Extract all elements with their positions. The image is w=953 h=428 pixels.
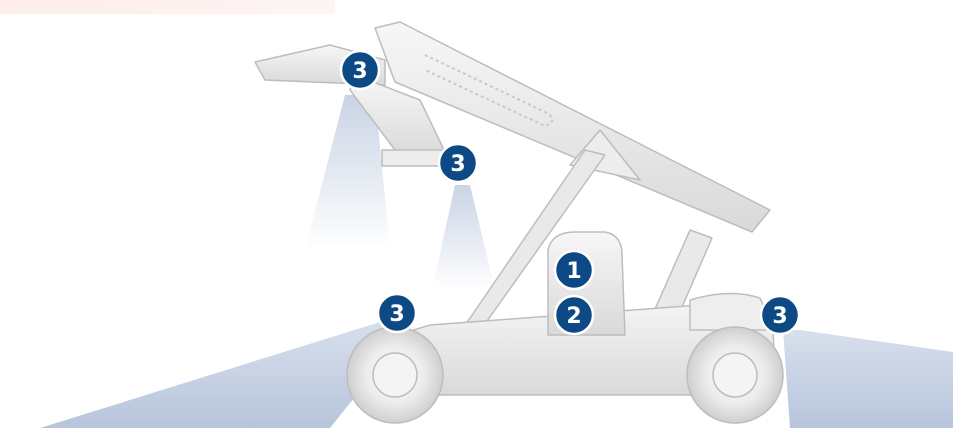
badge-2: 2 <box>553 294 595 336</box>
badge-1-label: 1 <box>566 259 581 284</box>
badge-3-attachment-right: 3 <box>437 142 479 184</box>
badge-3-rear: 3 <box>759 294 801 336</box>
boom-chain <box>424 54 554 127</box>
badge-3-front-label: 3 <box>389 302 404 327</box>
beam-front-ground <box>40 322 415 428</box>
badge-3-attachment-left: 3 <box>339 49 381 91</box>
top-banner <box>0 0 335 14</box>
front-wheel-hub <box>372 352 418 398</box>
rear-wheel-hub <box>712 352 758 398</box>
boom <box>374 21 771 233</box>
badge-3-rear-label: 3 <box>772 304 787 329</box>
badge-3-attachment-right-label: 3 <box>450 152 465 177</box>
badge-3-front: 3 <box>376 292 418 334</box>
badge-3-attachment-left-label: 3 <box>352 59 367 84</box>
beam-attachment-right <box>432 185 495 290</box>
badge-2-label: 2 <box>566 304 581 329</box>
camera-beams <box>40 95 953 428</box>
beam-rear-ground <box>783 330 953 428</box>
badge-1: 1 <box>553 249 595 291</box>
beam-attachment-left <box>305 95 390 250</box>
